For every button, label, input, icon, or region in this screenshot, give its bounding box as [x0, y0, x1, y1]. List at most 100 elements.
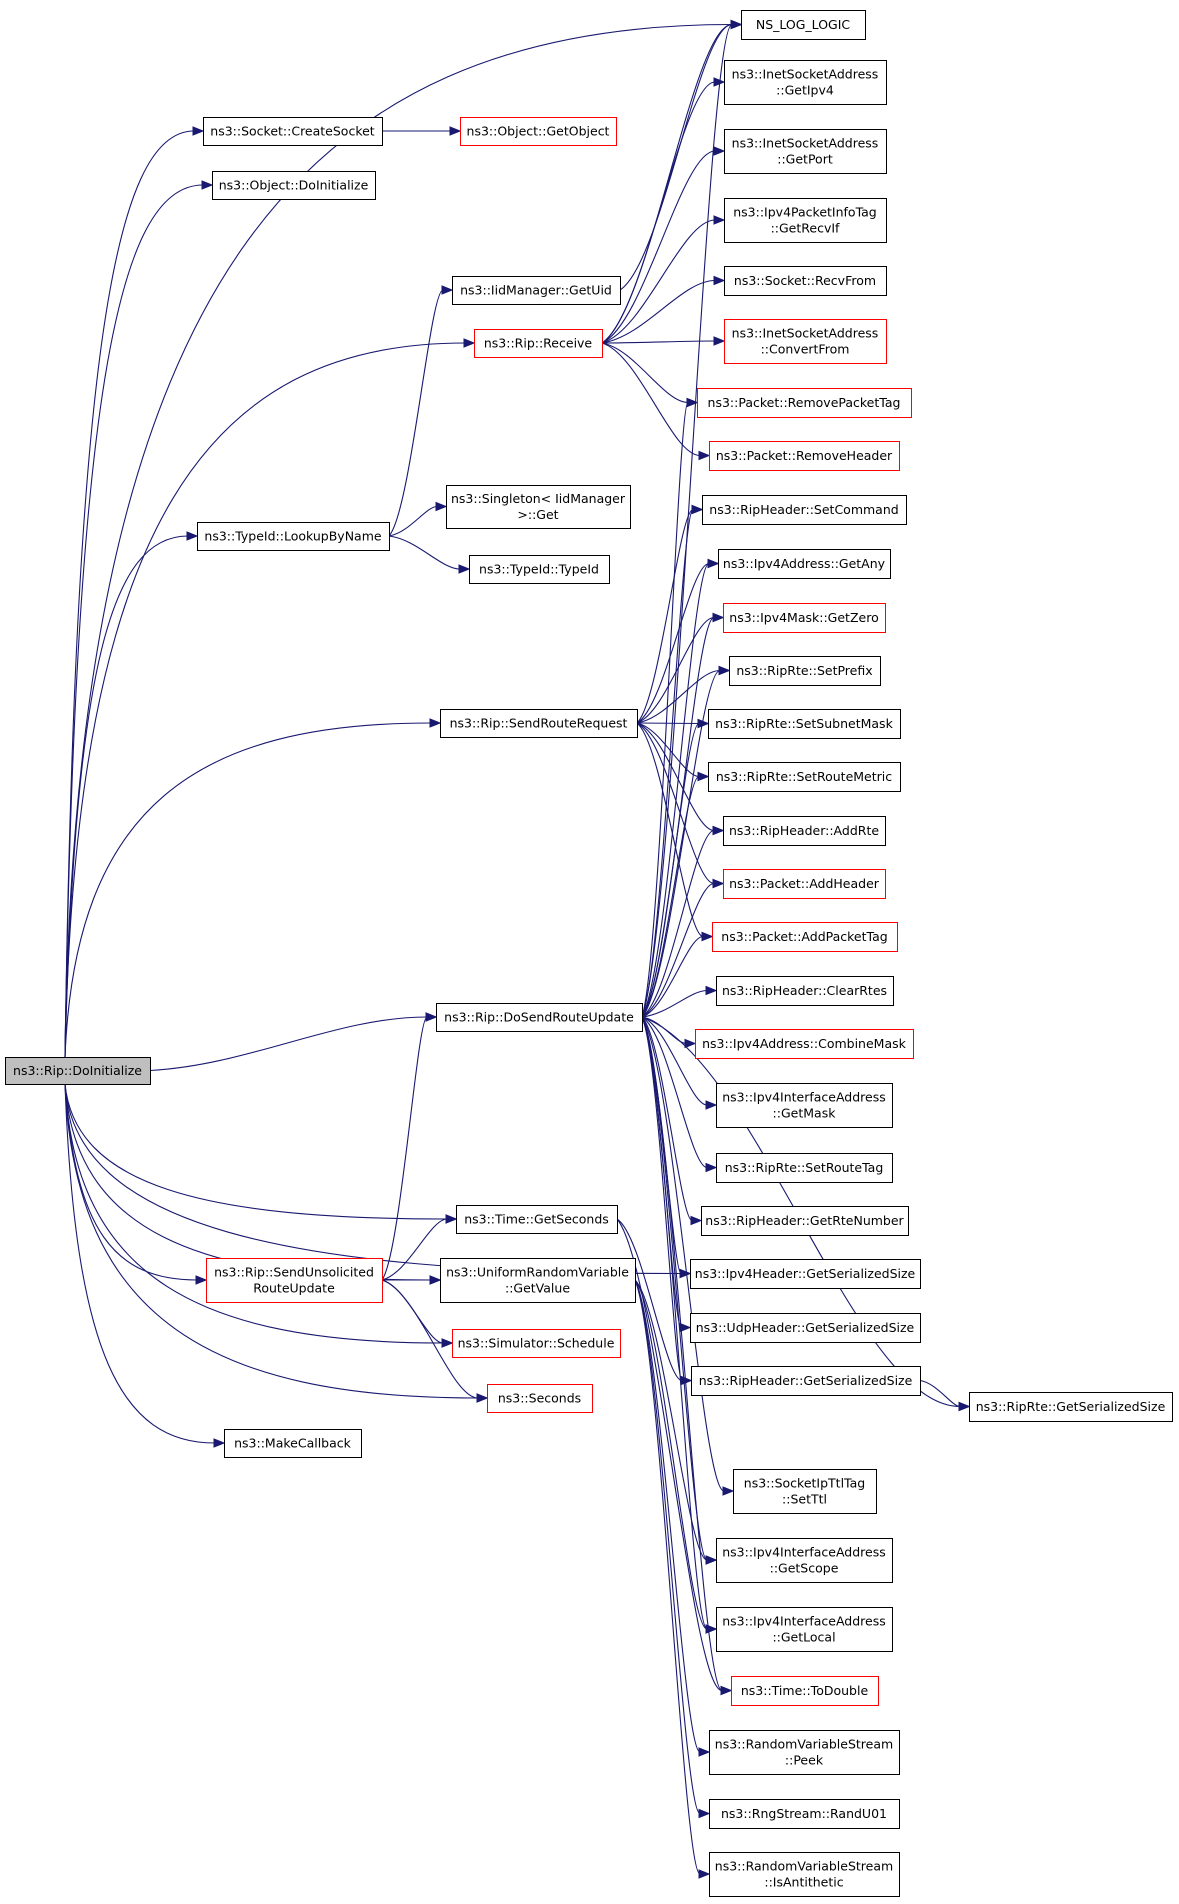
node-rte-ser[interactable]: ns3::RipRte::GetSerializedSize — [969, 1392, 1173, 1422]
node-get-uid[interactable]: ns3::IidManager::GetUid — [452, 276, 621, 305]
edge-line — [388, 289, 444, 537]
node-box — [724, 319, 887, 364]
node-box — [724, 60, 887, 105]
edge-root-to-ipv4Ser — [64, 1083, 692, 1279]
node-peek[interactable]: ns3::RandomVariableStream::Peek — [709, 1730, 900, 1775]
node-to-double[interactable]: ns3::Time::ToDouble — [731, 1676, 879, 1706]
node-label: ns3::Packet::RemoveHeader — [716, 448, 893, 463]
node-obj-do-init[interactable]: ns3::Object::DoInitialize — [212, 171, 376, 200]
node-inet-port[interactable]: ns3::InetSocketAddress::GetPort — [724, 129, 887, 174]
node-box — [741, 10, 866, 40]
node-label: ::GetIpv4 — [776, 83, 834, 98]
edge-arrowhead — [705, 1555, 718, 1565]
node-if-local[interactable]: ns3::Ipv4InterfaceAddress::GetLocal — [716, 1607, 893, 1652]
node-label: ns3::Simulator::Schedule — [458, 1336, 615, 1351]
edge-line — [641, 401, 689, 1018]
node-label: ns3::Ipv4Header::GetSerializedSize — [695, 1266, 916, 1281]
edge-root-to-nslog — [64, 19, 743, 1058]
node-udp-ser[interactable]: ns3::UdpHeader::GetSerializedSize — [690, 1313, 921, 1343]
node-add-rte[interactable]: ns3::RipHeader::AddRte — [723, 816, 886, 846]
node-set-tag[interactable]: ns3::RipRte::SetRouteTag — [716, 1153, 893, 1183]
node-typeid[interactable]: ns3::TypeId::TypeId — [469, 555, 610, 584]
edge-urvGet-to-isAnti — [634, 1279, 711, 1879]
edge-line — [64, 1083, 479, 1399]
edge-arrowhead — [458, 564, 471, 574]
node-singleton[interactable]: ns3::Singleton< IidManager>::Get — [446, 485, 631, 529]
node-label: ns3::InetSocketAddress — [732, 326, 879, 341]
node-ipv4-ser[interactable]: ns3::Ipv4Header::GetSerializedSize — [690, 1259, 921, 1289]
edge-arrowhead — [698, 1869, 711, 1879]
edge-line — [149, 1016, 428, 1072]
node-get-object[interactable]: ns3::Object::GetObject — [460, 117, 617, 146]
node-box — [691, 1366, 921, 1396]
node-rip-ser[interactable]: ns3::RipHeader::GetSerializedSize — [691, 1366, 921, 1396]
node-combine[interactable]: ns3::Ipv4Address::CombineMask — [695, 1029, 914, 1059]
node-label: ns3::Ipv4InterfaceAddress — [722, 1614, 886, 1629]
node-rem-tag[interactable]: ns3::Packet::RemovePacketTag — [697, 388, 912, 418]
edge-line — [636, 508, 694, 724]
node-set-prefix[interactable]: ns3::RipRte::SetPrefix — [729, 656, 881, 686]
node-is-anti[interactable]: ns3::RandomVariableStream::IsAntithetic — [709, 1852, 900, 1897]
edge-urvGet-to-ifLocal — [634, 1279, 718, 1634]
node-label: NS_LOG_LOGIC — [756, 17, 851, 32]
node-lookup[interactable]: ns3::TypeId::LookupByName — [197, 522, 390, 551]
node-label: ns3::RipRte::GetSerializedSize — [976, 1399, 1166, 1414]
node-rem-hdr[interactable]: ns3::Packet::RemoveHeader — [709, 441, 900, 471]
node-label: ns3::Ipv4Mask::GetZero — [729, 610, 878, 625]
node-box — [690, 1259, 921, 1289]
node-box — [206, 1258, 383, 1303]
edge-receive-to-remTag — [601, 342, 699, 408]
edge-doSend-to-getZero — [641, 612, 725, 1018]
node-schedule[interactable]: ns3::Simulator::Schedule — [452, 1329, 621, 1358]
node-box — [716, 976, 894, 1006]
node-do-send[interactable]: ns3::Rip::DoSendRouteUpdate — [436, 1003, 643, 1032]
node-urv-get[interactable]: ns3::UniformRandomVariable::GetValue — [440, 1258, 636, 1303]
edge-arrowhead — [698, 1747, 711, 1757]
node-box — [724, 266, 887, 296]
node-add-tag[interactable]: ns3::Packet::AddPacketTag — [712, 922, 898, 952]
node-receive[interactable]: ns3::Rip::Receive — [474, 329, 603, 358]
node-rte-num[interactable]: ns3::RipHeader::GetRteNumber — [701, 1206, 909, 1236]
node-label: ns3::Socket::RecvFrom — [734, 273, 876, 288]
node-set-subnet[interactable]: ns3::RipRte::SetSubnetMask — [708, 709, 901, 739]
node-clear-rtes[interactable]: ns3::RipHeader::ClearRtes — [716, 976, 894, 1006]
edge-doSend-to-setSubnet — [641, 718, 710, 1018]
node-get-zero[interactable]: ns3::Ipv4Mask::GetZero — [723, 603, 886, 633]
node-rand-u01[interactable]: ns3::RngStream::RandU01 — [709, 1799, 900, 1829]
node-root[interactable]: ns3::Rip::DoInitialize — [5, 1057, 151, 1085]
node-if-scope[interactable]: ns3::Ipv4InterfaceAddress::GetScope — [716, 1538, 893, 1583]
node-if-mask[interactable]: ns3::Ipv4InterfaceAddress::GetMask — [716, 1083, 893, 1128]
node-set-cmd[interactable]: ns3::RipHeader::SetCommand — [702, 495, 907, 525]
node-box — [212, 171, 376, 200]
node-send-req[interactable]: ns3::Rip::SendRouteRequest — [440, 709, 638, 738]
node-pkt-info[interactable]: ns3::Ipv4PacketInfoTag::GetRecvIf — [724, 198, 887, 243]
node-ttl[interactable]: ns3::SocketIpTtlTag::SetTtl — [733, 1469, 877, 1514]
edge-line — [64, 1083, 216, 1444]
node-conv-from[interactable]: ns3::InetSocketAddress::ConvertFrom — [724, 319, 887, 364]
edge-unsol-to-doSend — [381, 1012, 438, 1281]
edge-receive-to-convFrom — [601, 336, 726, 346]
edge-doSend-to-ttl — [641, 1016, 735, 1496]
node-recv-from[interactable]: ns3::Socket::RecvFrom — [724, 266, 887, 296]
node-get-seconds[interactable]: ns3::Time::GetSeconds — [456, 1205, 618, 1234]
node-make-cb[interactable]: ns3::MakeCallback — [224, 1429, 362, 1458]
node-box — [709, 1730, 900, 1775]
edge-root-to-lookup — [64, 531, 199, 1058]
node-box — [716, 1083, 893, 1128]
edge-line — [64, 184, 204, 1058]
node-label: ns3::Socket::CreateSocket — [210, 124, 375, 139]
node-inet-ipv4[interactable]: ns3::InetSocketAddress::GetIpv4 — [724, 60, 887, 105]
edge-arrowhead — [192, 126, 205, 136]
node-seconds[interactable]: ns3::Seconds — [487, 1384, 593, 1413]
node-get-any[interactable]: ns3::Ipv4Address::GetAny — [718, 549, 891, 579]
node-nslog[interactable]: NS_LOG_LOGIC — [741, 10, 866, 40]
node-add-hdr[interactable]: ns3::Packet::AddHeader — [723, 869, 886, 899]
node-create-socket[interactable]: ns3::Socket::CreateSocket — [203, 117, 383, 146]
edge-line — [381, 1279, 444, 1344]
edge-line — [601, 342, 689, 404]
edge-arrowhead — [713, 215, 726, 225]
node-set-metric[interactable]: ns3::RipRte::SetRouteMetric — [708, 762, 901, 792]
edge-doSend-to-addRte — [641, 825, 725, 1018]
node-box — [716, 1538, 893, 1583]
